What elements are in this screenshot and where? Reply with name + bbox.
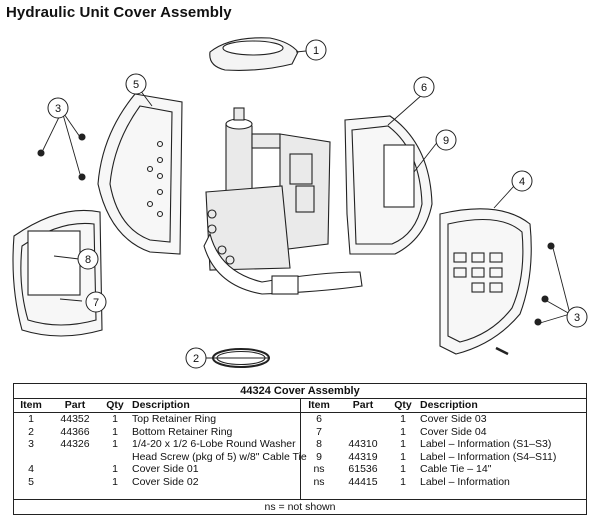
cell-description: Head Screw (pkg of 5) w/8" Cable Tie (132, 450, 307, 463)
cell-qty: 1 (112, 475, 118, 488)
cell-item: 5 (28, 475, 34, 488)
cell-description: Cover Side 03 (420, 413, 487, 425)
header-item: Item (20, 399, 42, 411)
round-washer-screws (37, 133, 555, 326)
callout-2: 2 (185, 347, 207, 369)
cell-part: 61536 (348, 463, 378, 475)
table-row: 4 1 Cover Side 01 ns 61536 1 Cable Tie –… (14, 463, 586, 476)
cell-description: Label – Information (420, 475, 510, 488)
top-retainer-ring (209, 37, 299, 71)
cell-qty: 1 (400, 413, 406, 425)
header-qty: Qty (106, 399, 124, 411)
callout-4: 4 (511, 170, 533, 192)
table-row: 1 44352 1 Top Retainer Ring 6 1 Cover Si… (14, 413, 586, 426)
callout-9: 9 (435, 129, 457, 151)
cell-item: 8 (316, 438, 322, 450)
cell-item: 2 (28, 425, 34, 438)
cell-part: 44415 (348, 475, 378, 488)
cell-item: 1 (28, 413, 34, 425)
cell-part: 44366 (60, 425, 90, 438)
table-row: 3 44326 1 1/4-20 x 1/2 6-Lobe Round Wash… (14, 438, 586, 451)
cell-item: 3 (28, 438, 34, 450)
cell-qty: 1 (400, 425, 406, 438)
table-row: 5 1 Cover Side 02 ns 44415 1 Label – Inf… (14, 476, 586, 489)
cell-qty: 1 (112, 438, 118, 450)
cell-item: 4 (28, 463, 34, 475)
callout-1-label: 1 (313, 45, 319, 57)
callout-6: 6 (413, 76, 435, 98)
callout-8: 8 (77, 248, 99, 270)
page-title: Hydraulic Unit Cover Assembly (6, 4, 232, 21)
cell-part: 44319 (348, 450, 378, 463)
cell-part: 44310 (348, 438, 378, 450)
cell-description: 1/4-20 x 1/2 6-Lobe Round Washer (132, 438, 296, 450)
column-divider (300, 398, 301, 500)
cell-description: Cover Side 04 (420, 425, 487, 438)
header-description: Description (132, 399, 190, 411)
callout-6-label: 6 (421, 82, 427, 94)
cell-item: 7 (316, 425, 322, 438)
cell-description: Cable Tie – 14" (420, 463, 492, 475)
cell-description: Bottom Retainer Ring (132, 425, 233, 438)
cell-qty: 1 (400, 463, 406, 475)
cell-description: Cover Side 02 (132, 475, 199, 488)
cell-description: Top Retainer Ring (132, 413, 217, 425)
callout-1: 1 (305, 39, 327, 61)
callout-7: 7 (85, 291, 107, 313)
callout-5-label: 5 (133, 79, 139, 91)
header-part-2: Part (352, 399, 374, 411)
parts-table: 44324 Cover Assembly Item Part Qty Descr… (13, 383, 587, 515)
table-header: Item Part Qty Description Item Part Qty … (14, 399, 586, 413)
cell-qty: 1 (400, 450, 406, 463)
header-part: Part (64, 399, 86, 411)
cover-side-01 (439, 208, 532, 356)
table-footnote: ns = not shown (14, 499, 586, 514)
cover-side-02 (97, 93, 183, 255)
cell-item: 6 (316, 413, 322, 425)
cell-description: Label – Information (S1–S3) (420, 438, 552, 450)
cell-qty: 1 (112, 425, 118, 438)
callout-3-right-label: 3 (574, 312, 580, 324)
cell-item: ns (313, 463, 325, 475)
hydraulic-pump-unit (203, 107, 363, 295)
cell-item: 9 (316, 450, 322, 463)
callout-4-label: 4 (519, 176, 525, 188)
cell-description: Cover Side 01 (132, 463, 199, 475)
header-description-2: Description (420, 399, 478, 411)
callout-9-label: 9 (443, 135, 449, 147)
cover-side-04 (12, 209, 103, 337)
callout-8-label: 8 (85, 254, 91, 266)
callout-3-left: 3 (47, 97, 69, 119)
callout-3-left-label: 3 (55, 103, 61, 115)
cover-side-03 (344, 115, 433, 255)
table-row: 2 44366 1 Bottom Retainer Ring 7 1 Cover… (14, 426, 586, 439)
callout-2-label: 2 (193, 353, 199, 365)
callout-7-label: 7 (93, 297, 99, 309)
cell-qty: 1 (400, 475, 406, 488)
cell-qty: 1 (112, 463, 118, 475)
cell-qty: 1 (400, 438, 406, 450)
table-row: Head Screw (pkg of 5) w/8" Cable Tie 9 4… (14, 451, 586, 464)
exploded-assembly-diagram: 1 2 3 4 5 6 7 8 9 3 (12, 37, 588, 369)
header-item-2: Item (308, 399, 330, 411)
cell-item: ns (313, 475, 325, 488)
cell-description: Label – Information (S4–S11) (420, 450, 557, 463)
cell-part: 44326 (60, 438, 90, 450)
table-title: 44324 Cover Assembly (14, 384, 586, 399)
cell-part: 44352 (60, 413, 90, 425)
header-qty-2: Qty (394, 399, 412, 411)
callout-3-right: 3 (566, 306, 588, 328)
callout-5: 5 (125, 73, 147, 95)
cell-qty: 1 (112, 413, 118, 425)
